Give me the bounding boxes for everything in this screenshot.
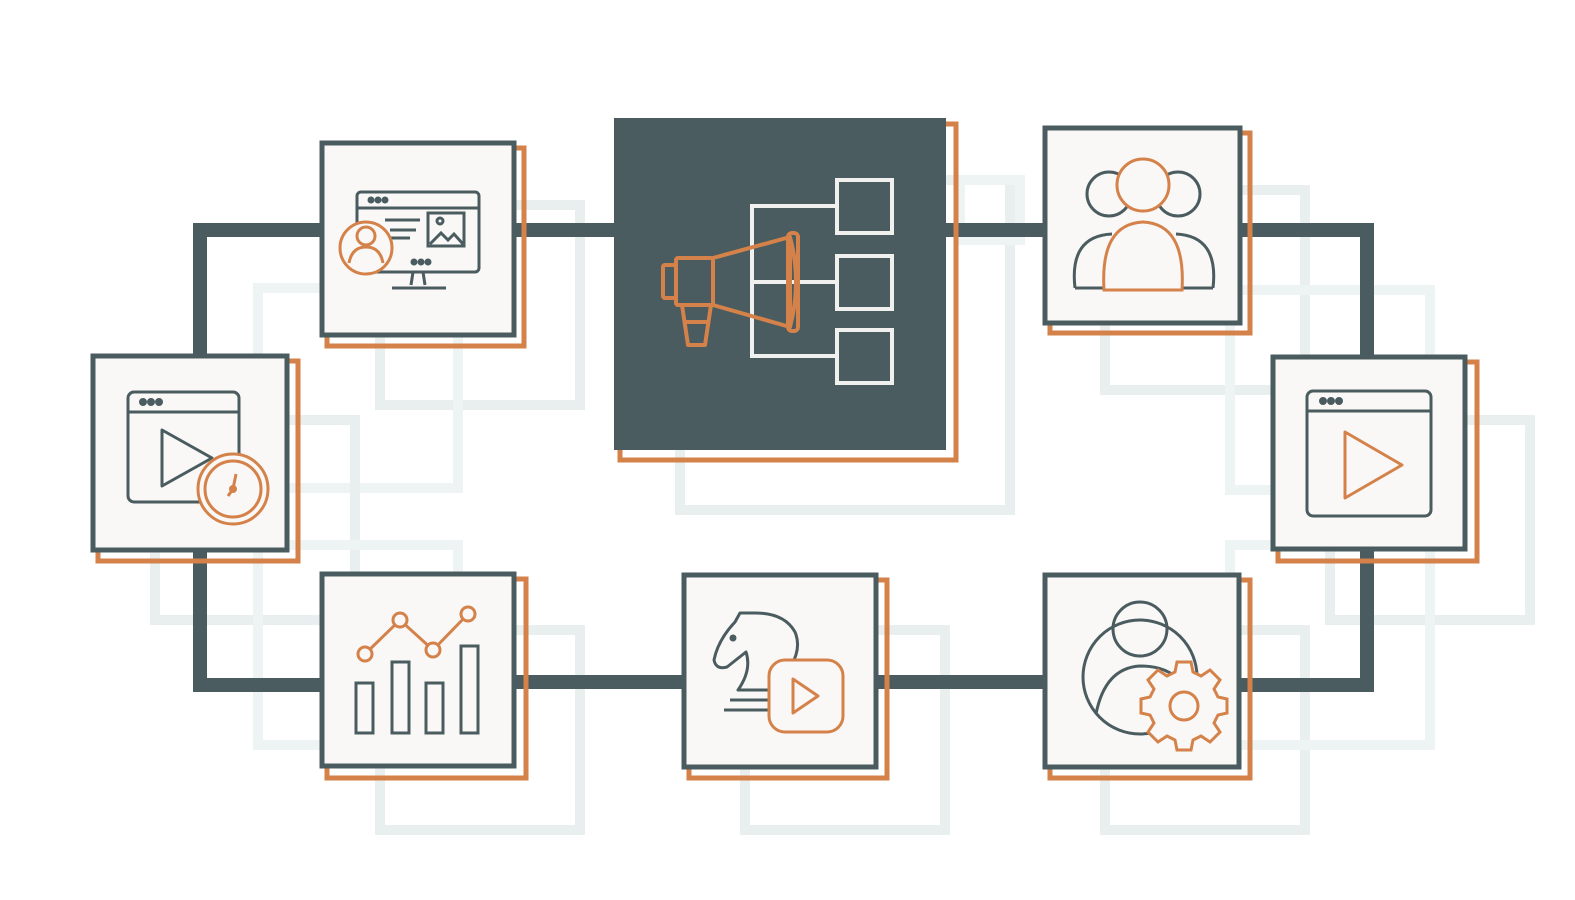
node-tile-left — [90, 353, 301, 564]
video-timer-icon — [126, 390, 270, 526]
hub-tile — [614, 118, 959, 463]
node-tile-bottom-center — [681, 572, 890, 781]
video-player-icon — [1305, 389, 1433, 518]
node-tile-bottom-right — [1042, 572, 1253, 781]
strategy-chess-video-icon — [712, 611, 845, 734]
analytics-chart-icon — [354, 605, 480, 735]
audience-group-icon — [1072, 157, 1216, 292]
user-settings-icon — [1081, 600, 1229, 752]
megaphone-network-icon — [661, 178, 894, 385]
user-monitor-gallery-icon — [338, 190, 481, 290]
node-tile-right — [1270, 354, 1480, 564]
node-tile-bottom-left — [319, 571, 529, 781]
node-tile-top-left — [319, 140, 527, 349]
node-tile-top-right — [1042, 125, 1253, 336]
